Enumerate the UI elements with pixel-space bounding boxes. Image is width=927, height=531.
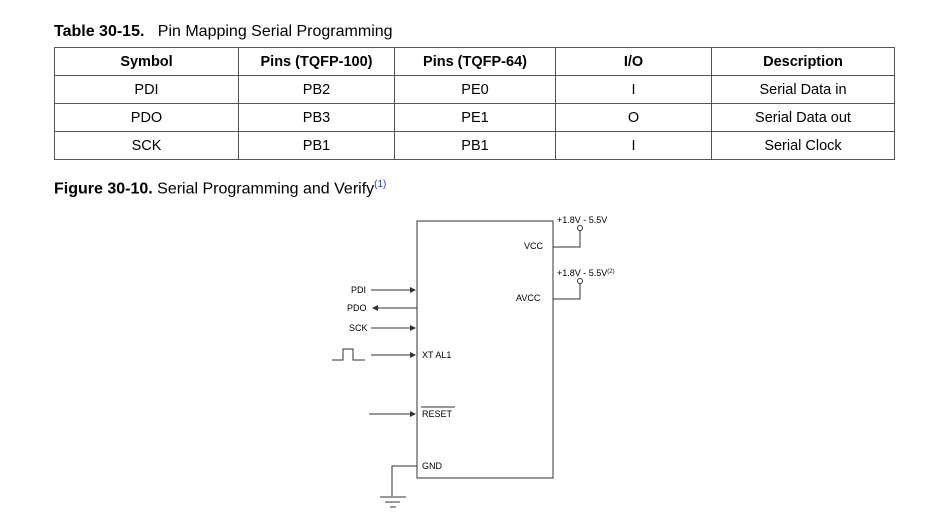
clock-pulse-icon — [332, 348, 365, 361]
cell: PB3 — [238, 103, 395, 132]
pin-avcc: AVCC — [516, 293, 541, 303]
footnote-link[interactable]: (1) — [374, 179, 387, 190]
avcc-terminal — [577, 278, 583, 284]
vcc-wire — [553, 230, 581, 248]
label-sck: SCK — [349, 323, 368, 333]
header-tqfp64: Pins (TQFP-64) — [394, 47, 556, 76]
avcc-supply-text: +1.8V - 5.5V — [557, 268, 607, 278]
label-pdo: PDO — [347, 303, 367, 313]
avcc-wire — [553, 283, 581, 300]
cell: SCK — [54, 131, 239, 160]
cell: PDO — [54, 103, 239, 132]
chip-box — [416, 220, 554, 479]
cell: Serial Data in — [711, 75, 895, 104]
pin-xtal1: XT AL1 — [422, 350, 451, 360]
table-caption: Table 30-15. Pin Mapping Serial Programm… — [54, 23, 393, 41]
table-title: Pin Mapping Serial Programming — [157, 23, 393, 40]
table-header-row: Symbol Pins (TQFP-100) Pins (TQFP-64) I/… — [54, 47, 895, 76]
figure-title: Serial Programming and Verify — [157, 180, 375, 198]
pin-reset: RESET — [422, 409, 453, 419]
avcc-supply-label: +1.8V - 5.5V(2) — [557, 268, 615, 278]
cell: I — [555, 131, 712, 160]
avcc-footnote: (2) — [607, 269, 614, 275]
header-description: Description — [711, 47, 895, 76]
header-io: I/O — [555, 47, 712, 76]
pin-gnd: GND — [422, 461, 443, 471]
table-number: Table 30-15. — [54, 23, 145, 40]
pin-vcc: VCC — [524, 241, 544, 251]
cell: O — [555, 103, 712, 132]
figure-caption: Figure 30-10. Serial Programming and Ver… — [54, 179, 386, 198]
pin-mapping-table: Symbol Pins (TQFP-100) Pins (TQFP-64) I/… — [54, 47, 895, 160]
cell: PB2 — [238, 75, 395, 104]
cell: Serial Clock — [711, 131, 895, 160]
cell: PB1 — [238, 131, 395, 160]
vcc-supply-label: +1.8V - 5.5V — [557, 215, 607, 225]
gnd-wire — [391, 465, 417, 496]
cell: Serial Data out — [711, 103, 895, 132]
cell: PDI — [54, 75, 239, 104]
vcc-terminal — [577, 225, 583, 231]
cell: PE0 — [394, 75, 556, 104]
label-pdi: PDI — [351, 285, 366, 295]
figure-number: Figure 30-10. — [54, 180, 153, 198]
